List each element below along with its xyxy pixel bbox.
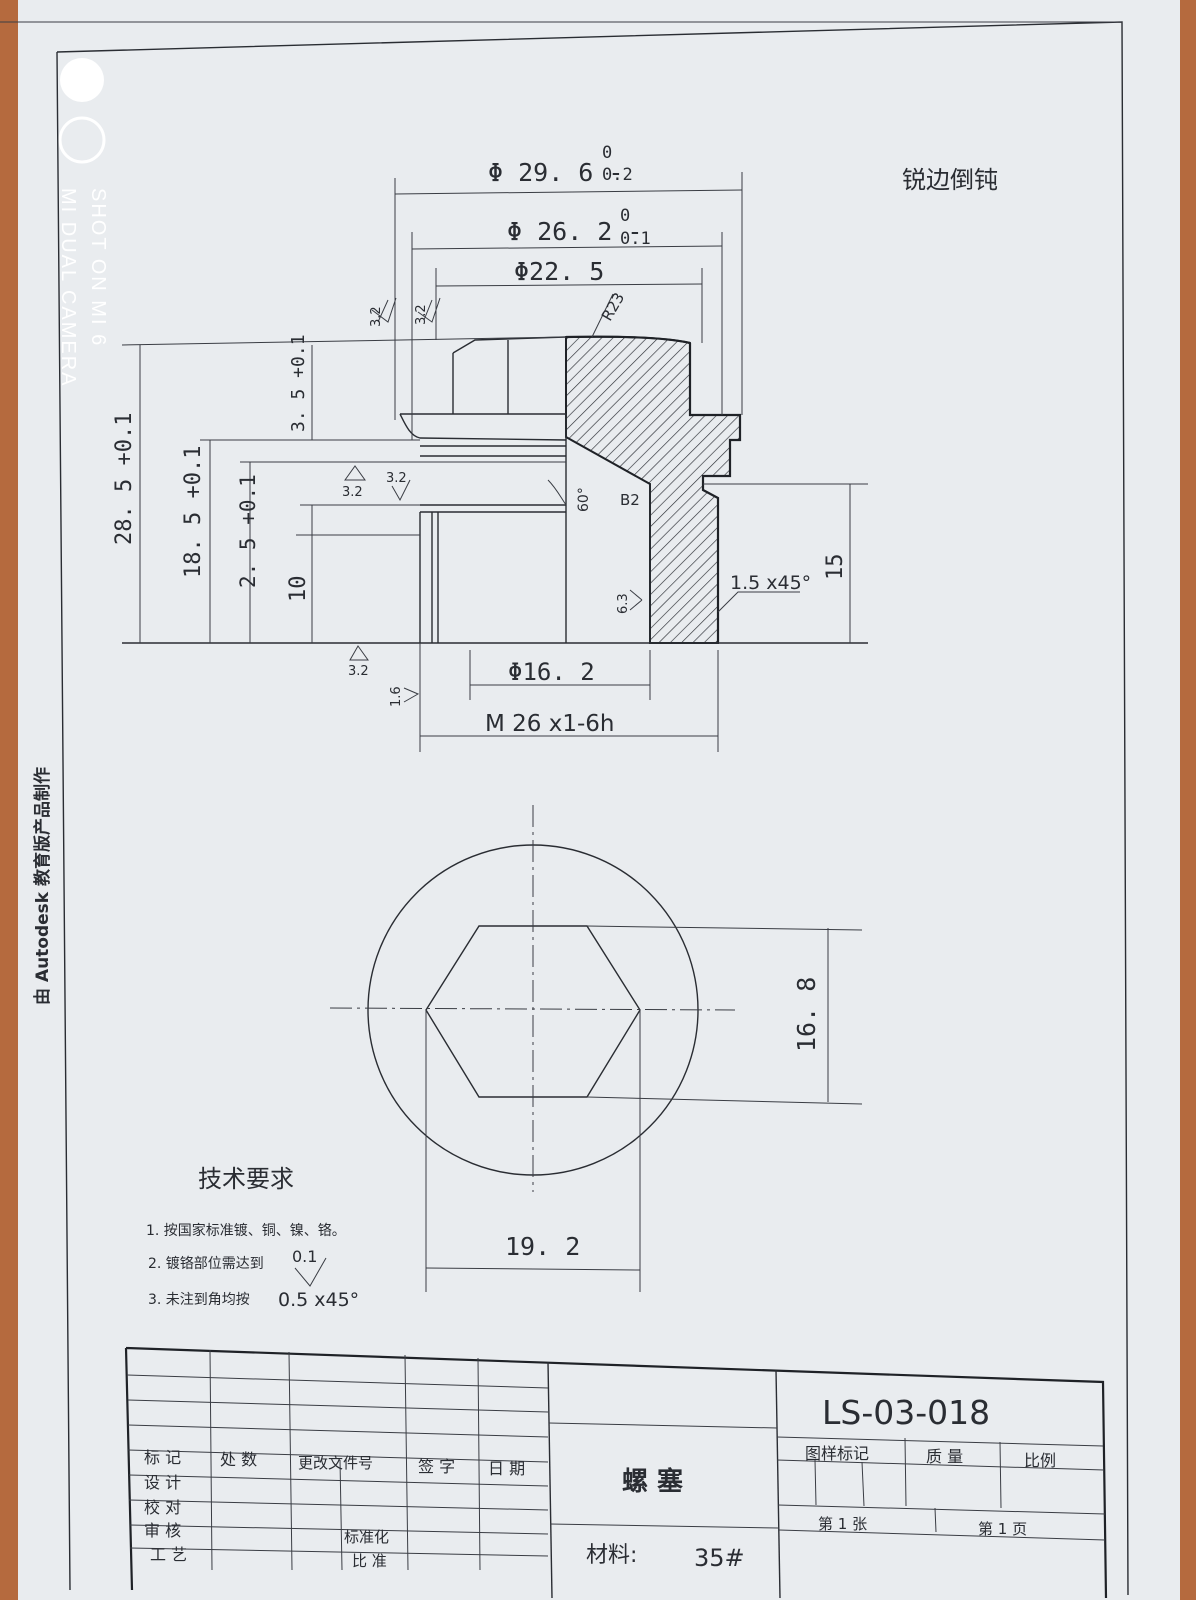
camera-ring-icon [58,116,106,164]
tb-drawing-number: LS-03-018 [822,1393,990,1432]
technical-requirements: 技术要求 1. 按国家标准镀、铜、镍、铬。 2. 镀铬部位需达到 0.1 3. … [146,1165,359,1311]
tb-label-date: 日 期 [488,1459,525,1478]
dim-hex-width: 19. 2 [505,1232,580,1261]
tb-mark-label: 图样标记 [805,1444,869,1463]
dim-h25: 2. 5 +0.1 [236,474,260,588]
dim-d22: Φ22. 5 [514,257,604,286]
section-view [121,172,868,752]
tb-label-mark: 标 记 [144,1448,181,1467]
camera-watermark: SHOT ON MI 6 MI DUAL CAMERA [52,58,112,458]
dim-d26-tol-bot: 0.1 [620,229,651,249]
dim-thread: M 26 x1-6h [485,711,615,737]
tb-material-value: 35# [694,1544,745,1572]
drawing-sheet [18,0,1180,1600]
roughness-4: 3.2 [386,471,407,486]
corner-note: 锐边倒钝 [902,166,998,194]
tb-label-approve: 比 准 [352,1552,387,1570]
tb-label-design: 设 计 [144,1473,181,1492]
tb-label-process: 工 艺 [150,1545,187,1564]
tech-item-2: 2. 镀铬部位需达到 [148,1255,264,1272]
tech-item-1: 1. 按国家标准镀、铜、镍、铬。 [146,1222,346,1239]
dim-hex-height: 16. 8 [792,977,821,1052]
dim-r23: R23 [598,289,628,324]
tech-item-3: 3. 未注到角均按 [148,1292,250,1308]
tech-item-2-value: 0.1 [292,1247,317,1266]
dim-d26-tol-top: 0 [620,206,630,226]
tb-page: 第 1 页 [978,1520,1027,1538]
watermark-line-1: SHOT ON MI 6 [87,188,109,347]
dim-d26: Φ 26. 2 - [507,217,642,246]
roughness-7: 1.6 [389,686,404,707]
tb-part-name: 螺 塞 [622,1466,683,1497]
tb-material-label: 材料: [586,1543,637,1568]
tb-scale-label: 比例 [1024,1451,1056,1470]
dim-b2: B2 [620,491,640,509]
watermark-line-2: MI DUAL CAMERA [57,188,79,388]
dim-h35: 3. 5 +0.1 [288,334,309,432]
dim-h15: 15 [823,554,848,581]
tb-label-check: 校 对 [144,1498,181,1517]
dim-d29-tol-bot: 0.2 [602,165,633,185]
roughness-1: 3.2 [369,306,384,327]
tb-label-review: 审 核 [144,1521,181,1540]
roughness-5: 3.2 [348,664,369,679]
dim-d29: Φ 29. 6 - [488,158,623,187]
dim-h185: 18. 5 +0.1 [181,446,206,578]
dim-angle-60: 60° [576,487,592,512]
tb-mass-label: 质 量 [926,1447,963,1466]
tech-heading: 技术要求 [198,1165,294,1193]
roughness-2: 3.2 [414,304,429,325]
hatched-section [565,335,741,644]
dim-h10: 10 [286,576,311,603]
tb-label-change: 更改文件号 [298,1454,373,1472]
roughness-3: 3.2 [342,485,363,500]
tb-label-sign: 签 字 [418,1457,455,1476]
tb-label-count: 处 数 [220,1450,257,1469]
dim-d162: Φ16. 2 [508,658,595,686]
autodesk-side-note: 由 Autodesk 教育版产品制作 [32,767,53,1005]
top-view [329,805,863,1292]
dim-chamfer: 1.5 x45° [730,572,811,594]
tb-sheet: 第 1 张 [818,1515,867,1533]
camera-dot-icon [60,58,104,102]
roughness-symbols: 3.2 3.2 3.2 3.2 3.2 6.3 1.6 [342,297,643,707]
roughness-6: 6.3 [616,593,631,614]
dim-d29-tol-top: 0 [602,143,612,163]
tech-item-3-value: 0.5 x45° [278,1289,359,1311]
dim-h285: 28. 5 +0.1 [112,413,137,545]
title-block [124,1346,1108,1599]
tb-label-standardization: 标准化 [344,1528,389,1546]
